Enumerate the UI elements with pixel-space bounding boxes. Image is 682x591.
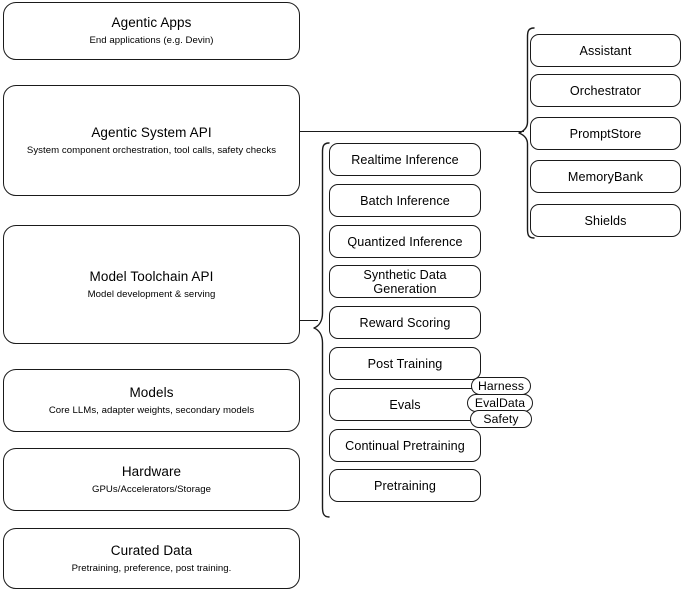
capability-label: Synthetic Data Generation xyxy=(363,267,447,296)
system-component-orchestrator[interactable]: Orchestrator xyxy=(530,74,681,107)
capability-label: Batch Inference xyxy=(360,193,450,208)
layer-subtitle: Core LLMs, adapter weights, secondary mo… xyxy=(48,404,255,416)
capability-label: Evals xyxy=(389,397,421,412)
layer-title: Model Toolchain API xyxy=(89,268,214,284)
pill-label: Harness xyxy=(477,379,525,393)
capability-continual-pretraining[interactable]: Continual Pretraining xyxy=(329,429,481,462)
layer-subtitle: System component orchestration, tool cal… xyxy=(26,144,277,156)
capabilities-brace xyxy=(312,141,330,519)
system-component-label: MemoryBank xyxy=(567,169,644,184)
connector-system-api-to-components xyxy=(300,131,524,133)
connector-toolchain-to-capabilities xyxy=(300,320,318,322)
layer-models[interactable]: Models Core LLMs, adapter weights, secon… xyxy=(3,369,300,432)
system-component-label: Shields xyxy=(584,213,627,228)
system-component-assistant[interactable]: Assistant xyxy=(530,34,681,67)
pill-label: EvalData xyxy=(474,396,526,410)
system-component-label: PromptStore xyxy=(569,126,642,141)
layer-curated-data[interactable]: Curated Data Pretraining, preference, po… xyxy=(3,528,300,589)
layer-subtitle: GPUs/Accelerators/Storage xyxy=(91,483,212,495)
layer-title: Models xyxy=(129,384,174,400)
layer-subtitle: Pretraining, preference, post training. xyxy=(71,562,232,574)
layer-agentic-system-api[interactable]: Agentic System API System component orch… xyxy=(3,85,300,196)
capability-label: Continual Pretraining xyxy=(345,438,465,453)
layer-subtitle: Model development & serving xyxy=(87,288,216,300)
capability-evals[interactable]: Evals xyxy=(329,388,481,421)
layer-model-toolchain-api[interactable]: Model Toolchain API Model development & … xyxy=(3,225,300,344)
pill-label: Safety xyxy=(483,412,519,426)
capability-batch-inference[interactable]: Batch Inference xyxy=(329,184,481,217)
eval-subcomponent-safety[interactable]: Safety xyxy=(470,410,532,428)
capability-label: Pretraining xyxy=(373,478,436,493)
capability-pretraining[interactable]: Pretraining xyxy=(329,469,481,502)
capability-quantized-inference[interactable]: Quantized Inference xyxy=(329,225,481,258)
layer-subtitle: End applications (e.g. Devin) xyxy=(89,35,214,46)
system-component-label: Orchestrator xyxy=(569,83,642,98)
layer-agentic-apps[interactable]: Agentic Apps End applications (e.g. Devi… xyxy=(3,2,300,60)
capability-label: Reward Scoring xyxy=(359,315,451,330)
system-component-memorybank[interactable]: MemoryBank xyxy=(530,160,681,193)
layer-title: Hardware xyxy=(121,463,182,479)
capability-reward-scoring[interactable]: Reward Scoring xyxy=(329,306,481,339)
layer-hardware[interactable]: Hardware GPUs/Accelerators/Storage xyxy=(3,448,300,511)
system-component-label: Assistant xyxy=(579,43,632,58)
capability-label: Quantized Inference xyxy=(347,234,463,249)
capability-realtime-inference[interactable]: Realtime Inference xyxy=(329,143,481,176)
eval-subcomponent-harness[interactable]: Harness xyxy=(471,377,531,395)
system-component-promptstore[interactable]: PromptStore xyxy=(530,117,681,150)
capability-label: Post Training xyxy=(367,356,443,371)
layer-title: Curated Data xyxy=(110,542,193,558)
capability-label: Realtime Inference xyxy=(351,152,459,167)
system-component-shields[interactable]: Shields xyxy=(530,204,681,237)
layer-title: Agentic Apps xyxy=(111,15,192,30)
capability-synthetic-data-generation[interactable]: Synthetic Data Generation xyxy=(329,265,481,298)
capability-post-training[interactable]: Post Training xyxy=(329,347,481,380)
layer-title: Agentic System API xyxy=(91,124,212,140)
